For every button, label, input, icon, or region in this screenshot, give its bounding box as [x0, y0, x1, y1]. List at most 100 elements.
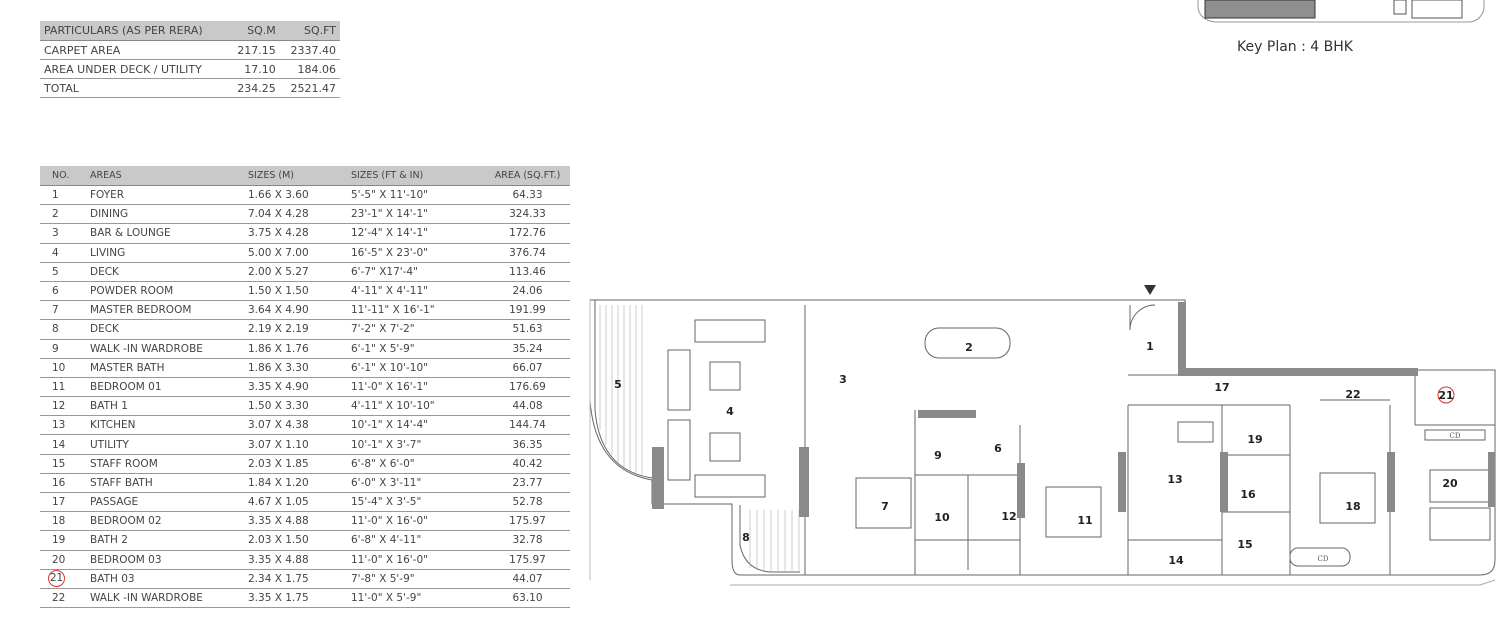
room-size-m: 4.67 X 1.05: [244, 492, 347, 513]
room-no: 17: [40, 492, 86, 513]
summary-sqft: 2521.47: [279, 78, 340, 98]
room-area-sqft: 175.97: [485, 550, 570, 570]
room-size-ft: 6'-7" X17'-4": [347, 262, 485, 282]
room-name: MASTER BEDROOM: [86, 300, 244, 321]
rera-summary-table: PARTICULARS (AS PER RERA) SQ.M SQ.FT CAR…: [40, 21, 340, 98]
key-plan-drawing: [1197, 0, 1485, 23]
highlighted-room-no: 21: [48, 570, 65, 588]
room-size-ft: 16'-5" X 23'-0": [347, 243, 485, 263]
room-label-19: 19: [1247, 433, 1262, 446]
room-size-ft: 6'-1" X 5'-9": [347, 339, 485, 359]
room-no: 16: [40, 473, 86, 494]
summary-sqm: 234.25: [227, 78, 280, 98]
room-size-ft: 11'-0" X 16'-0": [347, 511, 485, 532]
cd-label: CD: [1318, 555, 1329, 563]
room-name: DINING: [86, 204, 244, 225]
areas-header-no: NO.: [40, 166, 86, 186]
room-label-22: 22: [1345, 388, 1360, 401]
room-size-m: 3.07 X 1.10: [244, 434, 347, 455]
room-area-sqft: 32.78: [485, 530, 570, 551]
room-area-sqft: 44.08: [485, 396, 570, 417]
room-size-ft: 4'-11" X 4'-11": [347, 281, 485, 302]
room-label-14: 14: [1168, 554, 1184, 567]
room-no: 14: [40, 434, 86, 455]
room-area-sqft: 44.07: [485, 569, 570, 589]
room-size-ft: 6'-0" X 3'-11": [347, 473, 485, 494]
room-no: 2: [40, 204, 86, 225]
room-name: BEDROOM 03: [86, 550, 244, 570]
room-size-ft: 11'-11" X 16'-1": [347, 300, 485, 321]
room-label-16: 16: [1240, 488, 1256, 501]
room-area-sqft: 52.78: [485, 492, 570, 513]
cd-label: CD: [1450, 432, 1461, 440]
room-label-17: 17: [1214, 381, 1229, 394]
room-label-2: 2: [965, 341, 973, 354]
room-name: FOYER: [86, 185, 244, 206]
summary-header-particulars: PARTICULARS (AS PER RERA): [40, 21, 228, 41]
room-name: WALK -IN WARDROBE: [86, 339, 244, 359]
room-label-7: 7: [881, 500, 889, 513]
room-size-m: 2.03 X 1.50: [244, 530, 347, 551]
room-no: 5: [40, 262, 86, 282]
room-size-m: 1.50 X 3.30: [244, 396, 347, 417]
room-no: 13: [40, 415, 86, 436]
room-no: 7: [40, 300, 86, 321]
room-size-m: 3.35 X 4.88: [244, 550, 347, 570]
room-size-ft: 11'-0" X 16'-0": [347, 550, 485, 570]
room-size-ft: 7'-8" X 5'-9": [347, 569, 485, 589]
room-name: UTILITY: [86, 434, 244, 455]
room-size-m: 2.19 X 2.19: [244, 319, 347, 340]
room-label-8: 8: [742, 531, 750, 544]
room-size-ft: 5'-5" X 11'-10": [347, 185, 485, 206]
room-size-ft: 6'-8" X 6'-0": [347, 454, 485, 474]
room-area-sqft: 191.99: [485, 300, 570, 321]
room-area-sqft: 376.74: [485, 243, 570, 263]
summary-sqft: 184.06: [279, 59, 340, 79]
summary-sqft: 2337.40: [279, 40, 340, 60]
key-plan-caption: Key Plan : 4 BHK: [1237, 39, 1354, 55]
room-size-ft: 12'-4" X 14'-1": [347, 223, 485, 244]
room-size-ft: 11'-0" X 5'-9": [347, 588, 485, 609]
room-label-1: 1: [1146, 340, 1154, 353]
room-size-m: 1.86 X 3.30: [244, 358, 347, 378]
structural-walls: [652, 302, 1495, 518]
summary-particular: CARPET AREA: [40, 40, 228, 60]
room-area-sqft: 175.97: [485, 511, 570, 532]
room-size-m: 3.35 X 4.90: [244, 377, 347, 398]
room-name: BATH 2: [86, 530, 244, 551]
highlight-circle: [1437, 386, 1455, 404]
room-area-sqft: 23.77: [485, 473, 570, 494]
room-area-sqft: 64.33: [485, 185, 570, 206]
room-name: DECK: [86, 319, 244, 340]
areas-header-sizes-ft: SIZES (FT & IN): [347, 166, 485, 186]
room-name: KITCHEN: [86, 415, 244, 436]
room-area-sqft: 176.69: [485, 377, 570, 398]
room-label-10: 10: [934, 511, 950, 524]
room-no: 19: [40, 530, 86, 551]
room-area-sqft: 24.06: [485, 281, 570, 302]
summary-particular: TOTAL: [40, 78, 228, 98]
room-no: 15: [40, 454, 86, 474]
room-label-18: 18: [1345, 500, 1360, 513]
room-name: STAFF BATH: [86, 473, 244, 494]
room-name: WALK -IN WARDROBE: [86, 588, 244, 609]
room-no: 12: [40, 396, 86, 417]
summary-particular: AREA UNDER DECK / UTILITY: [40, 59, 228, 79]
room-size-m: 1.86 X 1.76: [244, 339, 347, 359]
room-size-ft: 23'-1" X 14'-1": [347, 204, 485, 225]
